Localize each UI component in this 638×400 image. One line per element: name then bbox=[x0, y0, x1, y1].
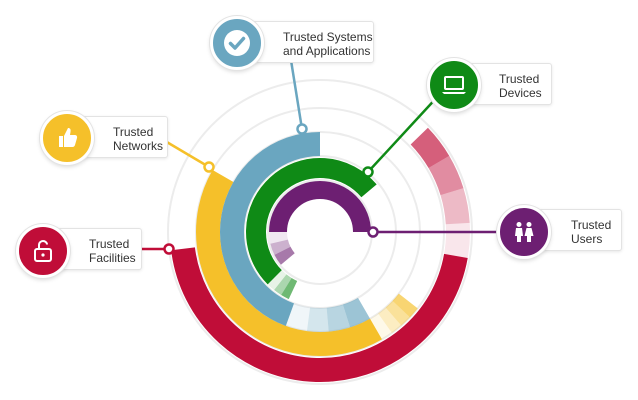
arc-systems-fade bbox=[285, 303, 311, 332]
arc-devices-fade bbox=[281, 277, 298, 300]
label-networks-line1: Trusted bbox=[113, 125, 154, 139]
arc-facilities-fade bbox=[410, 127, 450, 169]
connector-systems bbox=[288, 53, 304, 130]
label-facilities-line2: Facilities bbox=[89, 251, 136, 265]
arc-systems bbox=[220, 132, 321, 326]
dot-facilities bbox=[163, 243, 175, 255]
arc-networks-fade bbox=[369, 313, 393, 340]
connectors bbox=[140, 53, 500, 251]
label-users-line2: Users bbox=[571, 232, 603, 246]
dot-devices bbox=[362, 166, 374, 178]
unlocked-padlock-icon bbox=[16, 224, 70, 278]
arc-networks-fade bbox=[385, 300, 410, 326]
arc-facilities bbox=[171, 247, 468, 382]
arc-systems-fade bbox=[326, 304, 351, 332]
arc-systems-fade bbox=[342, 297, 370, 328]
arc-facilities-fade bbox=[444, 222, 470, 259]
dot-systems bbox=[296, 123, 308, 135]
label-networks-line2: Networks bbox=[113, 139, 164, 153]
laptop-icon bbox=[427, 58, 481, 112]
thumbs-up-icon bbox=[40, 111, 94, 165]
arc-systems-fade bbox=[306, 307, 329, 332]
people-icon bbox=[497, 205, 551, 259]
ring-arcs bbox=[171, 127, 470, 382]
arc-facilities-fade bbox=[428, 155, 464, 196]
label-systems-line1: Trusted Systems bbox=[283, 30, 373, 44]
label-facilities-line1: Trusted bbox=[89, 237, 130, 251]
label-devices-line2: Devices bbox=[499, 86, 542, 100]
arc-devices-fade bbox=[274, 274, 292, 295]
dot-users bbox=[367, 226, 379, 238]
arc-networks bbox=[196, 170, 382, 356]
connector-devices bbox=[367, 93, 441, 173]
arc-users-fade bbox=[274, 246, 295, 265]
arc-devices bbox=[246, 158, 377, 285]
arc-users-fade bbox=[269, 231, 288, 244]
connector-dots bbox=[163, 123, 379, 255]
checkmark-icon bbox=[210, 16, 264, 70]
arc-users-fade bbox=[270, 239, 291, 255]
dot-networks bbox=[203, 161, 215, 173]
arc-networks-fade bbox=[377, 307, 402, 333]
arc-facilities-fade bbox=[440, 188, 470, 225]
label-devices-line1: Trusted bbox=[499, 72, 540, 86]
arc-users bbox=[269, 181, 371, 233]
label-users-line1: Trusted bbox=[571, 218, 612, 232]
arc-devices-fade bbox=[267, 270, 287, 291]
arc-networks-fade bbox=[392, 293, 418, 318]
connector-networks bbox=[159, 136, 210, 169]
label-systems-line2: and Applications bbox=[283, 44, 371, 58]
